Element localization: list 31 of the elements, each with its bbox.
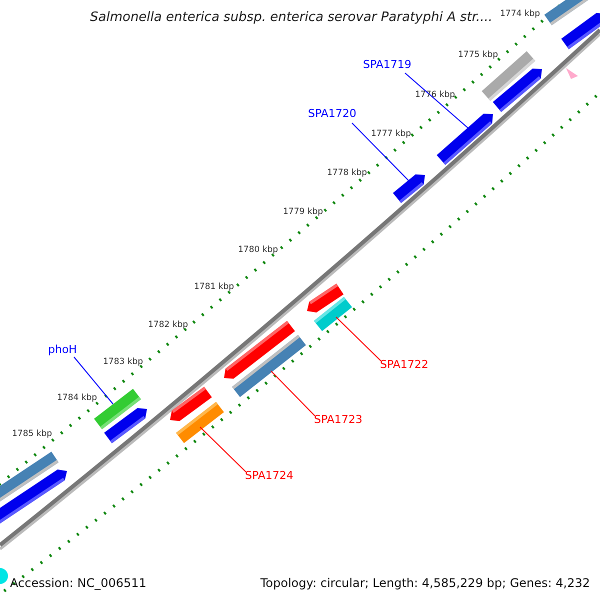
leader-line [200, 426, 246, 472]
leader-line [74, 356, 114, 404]
tick-label: 1783 kbp [103, 356, 144, 369]
gene-feature [392, 174, 425, 203]
genome-info-text: Topology: circular; Length: 4,585,229 bp; Genes: 4,232 [260, 575, 590, 592]
leader-line [352, 122, 410, 182]
gene-label: SPA1723 [314, 414, 362, 425]
leader-line [270, 370, 316, 416]
gene-label: SPA1720 [308, 108, 356, 119]
accession-text: Accession: NC_006511 [10, 575, 146, 592]
leader-line [336, 316, 382, 362]
tick-label: 1775 kbp [458, 49, 498, 62]
leader-line [404, 72, 468, 128]
gene-label: phoH [48, 344, 77, 355]
tick-label: 1785 kbp [12, 428, 52, 441]
tick-label: 1777 kbp [371, 128, 412, 141]
tick-label: 1780 kbp [238, 244, 278, 257]
tick-label: 1778 kbp [327, 167, 368, 180]
tick-label: 1779 kbp [283, 206, 324, 219]
gene-feature [436, 114, 493, 165]
tick-label: 1784 kbp [57, 392, 98, 405]
gene-feature [176, 402, 224, 444]
tick-label: 1781 kbp [194, 281, 234, 294]
tick-label: 1774 kbp [500, 8, 540, 21]
gene-feature [314, 296, 352, 332]
tick-label: 1782 kbp [148, 319, 188, 332]
gene-label: SPA1722 [380, 359, 428, 370]
gene-label: SPA1719 [363, 59, 412, 70]
title: Salmonella enterica subsp. enterica serovar Paratyphi A str.... [90, 9, 493, 27]
gene-label: SPA1724 [245, 470, 294, 481]
gene-feature [232, 334, 306, 398]
